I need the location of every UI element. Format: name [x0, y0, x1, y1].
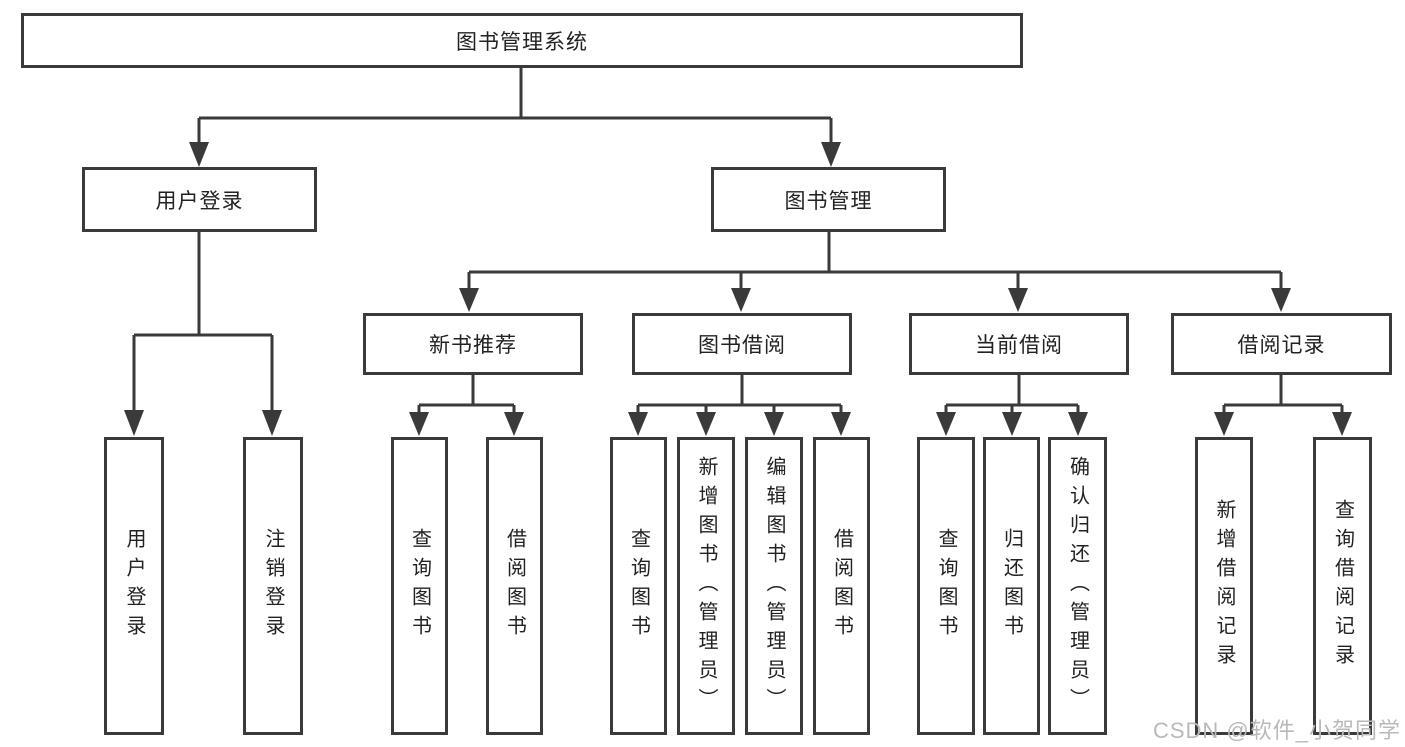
connector-user-login-to-leaves [124, 232, 282, 436]
connector-new-book-to-leaves [409, 375, 524, 436]
leaf-rec-add-borrow-record: 新增借阅记录 [1195, 437, 1253, 735]
leaf-bb-borrow-books: 借阅图书 [813, 437, 870, 735]
leaf-nb-query-books-label: 查询图书 [408, 528, 431, 644]
connector-borrow-records-to-leaves [1214, 375, 1352, 436]
leaf-logout-label: 注销登录 [262, 528, 284, 644]
leaf-bb-borrow-books-label: 借阅图书 [830, 528, 853, 644]
connector-root-to-level2 [189, 68, 841, 167]
leaf-cb-confirm-return-admin-label: 确认归还（管理员） [1066, 455, 1089, 717]
leaf-logout: 注销登录 [243, 437, 303, 735]
node-book-borrow: 图书借阅 [632, 313, 852, 375]
leaf-bb-edit-books-admin-label: 编辑图书（管理员） [763, 455, 785, 717]
leaf-bb-edit-books-admin: 编辑图书（管理员） [745, 437, 803, 735]
leaf-cb-query-books: 查询图书 [917, 437, 975, 735]
leaf-nb-borrow-books-label: 借阅图书 [503, 528, 526, 644]
leaf-bb-query-books: 查询图书 [610, 437, 667, 735]
node-book-management: 图书管理 [711, 167, 946, 232]
node-borrow-records: 借阅记录 [1171, 313, 1392, 375]
node-current-borrow: 当前借阅 [909, 313, 1129, 375]
leaf-user-login: 用户登录 [104, 437, 164, 735]
leaf-rec-query-borrow-record: 查询借阅记录 [1313, 437, 1372, 735]
leaf-cb-return-books-label: 归还图书 [1000, 528, 1023, 644]
leaf-nb-borrow-books: 借阅图书 [486, 437, 543, 735]
leaf-cb-query-books-label: 查询图书 [935, 528, 957, 644]
node-new-book-recommend: 新书推荐 [363, 313, 583, 375]
leaf-nb-query-books: 查询图书 [391, 437, 448, 735]
leaf-cb-return-books: 归还图书 [983, 437, 1040, 735]
leaf-user-login-label: 用户登录 [123, 528, 145, 644]
connector-book-borrow-to-leaves [628, 375, 851, 436]
csdn-watermark: CSDN @软件_小贺同学 [1152, 718, 1401, 743]
leaf-bb-add-books-admin-label: 新增图书（管理员） [695, 455, 717, 717]
leaf-bb-add-books-admin: 新增图书（管理员） [677, 437, 735, 735]
leaf-bb-query-books-label: 查询图书 [627, 528, 650, 644]
connector-book-management-to-level3 [459, 232, 1291, 312]
leaf-cb-confirm-return-admin: 确认归还（管理员） [1048, 437, 1107, 735]
connector-current-borrow-to-leaves [936, 375, 1088, 436]
leaf-rec-query-borrow-record-label: 查询借阅记录 [1331, 499, 1354, 673]
leaf-rec-add-borrow-record-label: 新增借阅记录 [1213, 499, 1235, 673]
node-user-login: 用户登录 [82, 167, 317, 232]
node-root: 图书管理系统 [21, 13, 1023, 68]
